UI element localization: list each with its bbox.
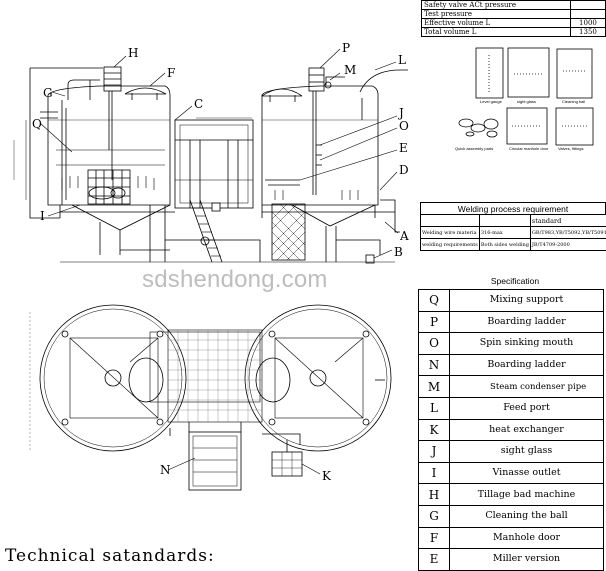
welding-row: Welding wire materia 316-max GB/T983,YB/… bbox=[421, 227, 606, 239]
callout-f: F bbox=[167, 66, 175, 80]
thumb-caption-level-gauge: Level gauge bbox=[480, 99, 502, 104]
thumb-caption-cleaning-ball: Cleaning ball bbox=[562, 99, 585, 104]
spec-label: Boarding ladder bbox=[450, 354, 604, 376]
spec-label: Vinasse outlet bbox=[450, 462, 604, 484]
quick-assembly-icon bbox=[459, 119, 498, 137]
callout-g: G bbox=[43, 86, 53, 100]
spec-key: L bbox=[419, 397, 450, 419]
callout-q: Q bbox=[32, 117, 42, 131]
spec-label: heat exchanger bbox=[450, 419, 604, 441]
callout-a: A bbox=[399, 229, 409, 243]
callout-h: H bbox=[128, 46, 138, 60]
callout-m: M bbox=[344, 63, 356, 77]
spec-key: J bbox=[419, 441, 450, 463]
callout-p: P bbox=[342, 41, 350, 55]
part-thumbnails bbox=[459, 48, 593, 145]
welding-label: Welding wire materia bbox=[421, 227, 480, 239]
callout-d: D bbox=[399, 163, 409, 177]
callout-k: K bbox=[322, 469, 332, 483]
spec-key: K bbox=[419, 419, 450, 441]
leader-lines bbox=[40, 49, 398, 474]
spec-label: Cleaning the ball bbox=[450, 505, 604, 527]
spec-label: Tillage bad machine bbox=[450, 484, 604, 506]
thumb-caption-sight-glass: sight glass bbox=[517, 99, 536, 104]
spec-key: H bbox=[419, 484, 450, 506]
welding-header-row: standard bbox=[421, 215, 606, 227]
callout-b: B bbox=[394, 245, 403, 259]
spec-label: Boarding ladder bbox=[450, 311, 604, 333]
spec-key: N bbox=[419, 354, 450, 376]
welding-value: JB/T4709-2000 bbox=[530, 239, 606, 251]
spec-key: Q bbox=[419, 290, 450, 312]
technical-standards-title: Technical satandards: bbox=[5, 546, 215, 566]
spec-key: G bbox=[419, 505, 450, 527]
cleaning-ball-thumb bbox=[557, 49, 592, 98]
welding-mid: Both sides welding bbox=[479, 239, 530, 251]
thumb-caption-valves: Valves, fittings bbox=[558, 146, 584, 151]
callout-n: N bbox=[160, 463, 171, 477]
callout-l: L bbox=[398, 53, 406, 67]
spec-key: I bbox=[419, 462, 450, 484]
callout-o: O bbox=[399, 119, 409, 133]
valves-thumb bbox=[556, 108, 593, 145]
welding-table: standard Welding wire materia 316-max GB… bbox=[420, 214, 606, 251]
spec-key: O bbox=[419, 333, 450, 355]
spec-label: Steam condenser pipe bbox=[450, 376, 604, 398]
welding-value: GB/T983,YB/T5092,YB/T5091 bbox=[530, 227, 606, 239]
plan-view bbox=[30, 305, 391, 490]
spec-label: Miller version bbox=[450, 549, 604, 571]
callout-c: C bbox=[194, 97, 203, 111]
spec-label: Feed port bbox=[450, 397, 604, 419]
welding-row: welding requirements Both sides welding … bbox=[421, 239, 606, 251]
spec-label: Manhole door bbox=[450, 527, 604, 549]
watermark: sdshendong.com bbox=[142, 266, 328, 294]
sight-glass-thumb bbox=[508, 48, 549, 97]
callout-j: J bbox=[397, 106, 404, 120]
thumb-caption-quick-assembly: Quick assembly parts bbox=[455, 146, 493, 151]
welding-label: welding requirements bbox=[421, 239, 480, 251]
spec-key: F bbox=[419, 527, 450, 549]
welding-mid: 316-max bbox=[479, 227, 530, 239]
spec-label: Mixing support bbox=[450, 290, 604, 312]
spec-key: P bbox=[419, 311, 450, 333]
spec-label: sight glass bbox=[450, 441, 604, 463]
spec-key: M bbox=[419, 376, 450, 398]
thumb-caption-manhole-door: Circular manhole door bbox=[509, 146, 548, 151]
welding-title: Welding process requirement bbox=[420, 202, 606, 214]
spec-label: Spin sinking mouth bbox=[450, 333, 604, 355]
welding-header-value: standard bbox=[530, 215, 606, 227]
level-gauge-thumb bbox=[476, 48, 503, 98]
callout-i: I bbox=[40, 209, 45, 223]
spec-key: E bbox=[419, 549, 450, 571]
specification-title: Specification bbox=[448, 276, 582, 286]
callout-e: E bbox=[399, 141, 408, 155]
